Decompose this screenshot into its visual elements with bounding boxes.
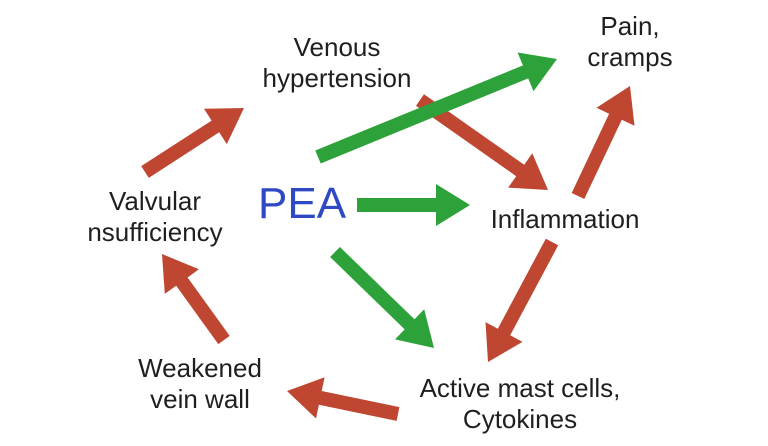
node-weakened-vein-wall: Weakened vein wall: [115, 353, 285, 415]
node-valvular-insufficiency-line-2: nsufficiency: [87, 217, 223, 247]
node-inflammation-line-1: Inflammation: [490, 204, 640, 234]
node-active-mast-cells-line-1: Active mast cells,: [419, 373, 621, 403]
node-active-mast-cells: Active mast cells, Cytokines: [400, 373, 640, 435]
arrow-active-mast-cells-to-weakened-vein-wall: [287, 377, 400, 421]
arrow-inflammation-to-active-mast-cells: [485, 238, 559, 362]
arrow-pea-to-pain-cramps: [315, 52, 557, 164]
node-pain-cramps: Pain, cramps: [570, 11, 690, 73]
arrow-pea-to-inflammation: [357, 184, 470, 226]
node-inflammation: Inflammation: [470, 204, 660, 235]
arrow-pea-to-active-mast-cells: [330, 247, 434, 348]
arrow-valvular-insufficiency-to-venous-hypertension: [141, 108, 244, 178]
arrow-venous-hypertension-to-inflammation: [416, 94, 548, 190]
node-venous-hypertension-line-1: Venous: [293, 32, 381, 62]
node-valvular-insufficiency-line-1: Valvular: [108, 186, 201, 216]
center-label-pea: PEA: [258, 179, 347, 228]
node-venous-hypertension: Venous hypertension: [232, 32, 442, 94]
node-pain-cramps-line-2: cramps: [587, 42, 673, 72]
node-venous-hypertension-line-2: hypertension: [262, 63, 412, 93]
arrow-weakened-vein-wall-to-valvular-insufficiency: [162, 254, 230, 345]
node-valvular-insufficiency: Valvular nsufficiency: [70, 186, 240, 248]
node-weakened-vein-wall-line-2: vein wall: [150, 384, 250, 414]
arrow-inflammation-to-pain-cramps: [571, 86, 635, 199]
node-active-mast-cells-line-2: Cytokines: [462, 404, 578, 434]
node-weakened-vein-wall-line-1: Weakened: [138, 353, 262, 383]
node-pain-cramps-line-1: Pain,: [600, 11, 660, 41]
